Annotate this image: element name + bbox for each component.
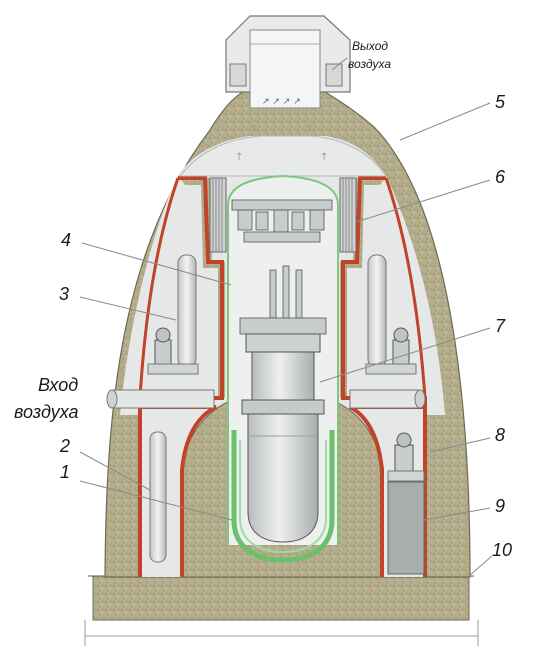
callout-10: 10 xyxy=(492,540,512,560)
air-inlet-label-line1: Вход xyxy=(38,375,78,395)
upper-dome-space xyxy=(178,135,387,177)
callout-2: 2 xyxy=(59,436,70,456)
right-upper-tank xyxy=(365,254,417,375)
air-inlet-duct xyxy=(106,389,215,409)
svg-text:↗ ↗ ↗ ↗: ↗ ↗ ↗ ↗ xyxy=(262,97,301,107)
right-side-duct xyxy=(349,389,426,409)
leader-lines xyxy=(79,57,493,577)
reactor-vessel xyxy=(241,333,325,543)
left-upper-tank xyxy=(147,254,199,375)
lower-right-pump xyxy=(387,432,425,482)
callout-6: 6 xyxy=(495,167,506,187)
foundation-slab xyxy=(92,575,470,621)
lower-right-block xyxy=(387,481,425,575)
svg-text:↑: ↑ xyxy=(250,124,258,135)
callout-3: 3 xyxy=(59,284,69,304)
control-rod-drives xyxy=(231,199,333,335)
callout-5: 5 xyxy=(495,92,506,112)
callout-4: 4 xyxy=(61,230,71,250)
callout-9: 9 xyxy=(495,496,505,516)
callout-1: 1 xyxy=(60,462,70,482)
air-outlet-label-line2: воздуха xyxy=(348,57,391,71)
air-outlet-label-line1: Выход xyxy=(352,39,388,53)
svg-text:↑: ↑ xyxy=(235,152,243,163)
heat-exchanger-right xyxy=(339,177,357,253)
vessel-cavity-liner xyxy=(231,430,335,563)
lower-left-tank xyxy=(149,431,167,563)
air-inlet-label-line2: воздуха xyxy=(14,402,79,422)
airflow-arrows: ↑ ↑ ↑ ↑ xyxy=(235,124,328,163)
callout-7: 7 xyxy=(495,316,506,336)
heat-exchanger-left xyxy=(209,177,227,253)
svg-text:↑: ↑ xyxy=(320,152,328,163)
svg-text:↑: ↑ xyxy=(305,124,313,135)
exhaust-stack: ↗ ↗ ↗ ↗ xyxy=(225,15,351,109)
callout-8: 8 xyxy=(495,425,505,445)
